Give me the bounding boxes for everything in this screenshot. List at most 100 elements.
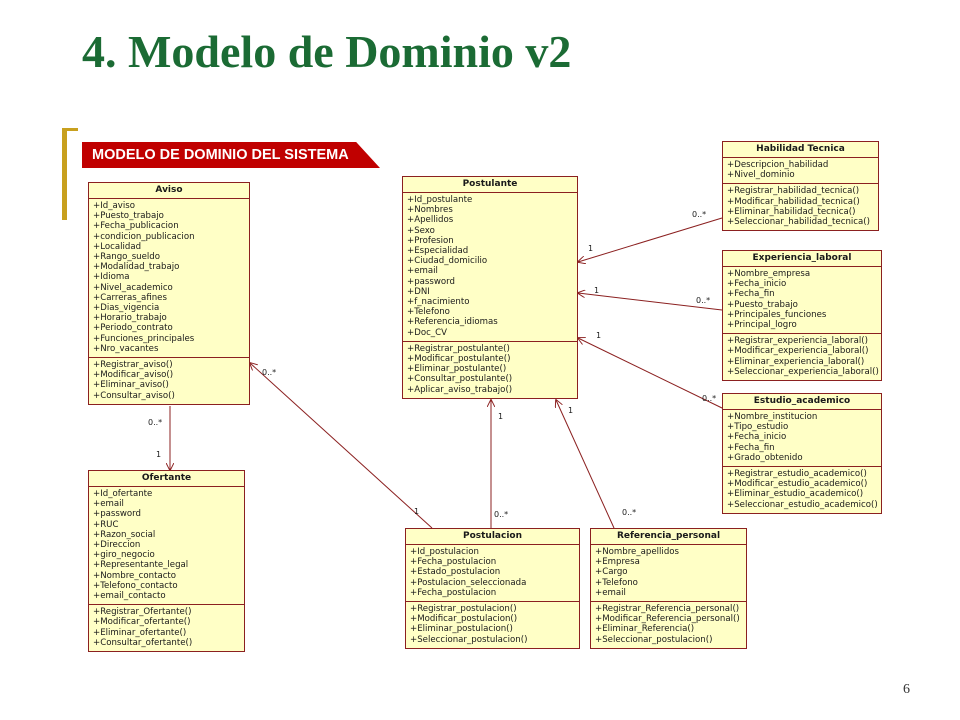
operations-compartment: +Registrar_habilidad_tecnica()+Modificar… xyxy=(723,184,878,230)
attribute: +Nombre_empresa xyxy=(727,269,811,279)
operation: +Seleccionar_estudio_academico() xyxy=(727,499,878,510)
class-habilidad-tecnica: Habilidad Tecnica +Descripcion_habilidad… xyxy=(722,141,879,232)
operations-compartment: +Registrar_Referencia_personal()+Modific… xyxy=(591,602,746,648)
operations-compartment: +Registrar_aviso()+Modificar_aviso()+Eli… xyxy=(89,358,249,404)
operations-compartment: +Registrar_estudio_academico()+Modificar… xyxy=(723,467,881,513)
operation: +Consultar_ofertante() xyxy=(93,637,193,648)
operation: +Eliminar_postulante() xyxy=(407,364,507,375)
multiplicity-label: 1 xyxy=(414,507,420,516)
attribute: +Fecha_fin xyxy=(727,289,775,300)
attribute: +Empresa xyxy=(595,557,640,568)
attribute: +Fecha_inicio xyxy=(727,279,787,290)
attributes-compartment: +Id_aviso+Puesto_trabajo+Fecha_publicaci… xyxy=(89,199,249,359)
multiplicity-label: 1 xyxy=(568,406,574,415)
attribute: +giro_negocio xyxy=(93,550,155,561)
operation: +Eliminar_aviso() xyxy=(93,380,169,391)
class-name: Experiencia_laboral xyxy=(723,251,881,267)
attribute: +Nombres xyxy=(407,205,453,216)
multiplicity-label: 0..* xyxy=(622,508,637,517)
operation: +Eliminar_Referencia() xyxy=(595,624,695,635)
attribute: +Postulacion_seleccionada xyxy=(410,577,527,588)
operations-compartment: +Registrar_Ofertante()+Modificar_ofertan… xyxy=(89,605,244,651)
attribute: +Telefono xyxy=(407,307,450,318)
operations-compartment: +Registrar_postulante()+Modificar_postul… xyxy=(403,342,577,398)
operations-compartment: +Registrar_postulacion()+Modificar_postu… xyxy=(406,602,579,648)
multiplicity-label: 0..* xyxy=(692,210,707,219)
multiplicity-label: 1 xyxy=(588,244,594,253)
attribute: +Funciones_principales xyxy=(93,333,195,344)
multiplicity-label: 1 xyxy=(156,450,162,459)
attribute: +Nombre_contacto xyxy=(93,570,177,581)
class-name: Referencia_personal xyxy=(591,529,746,545)
class-referencia-personal: Referencia_personal +Nombre_apellidos+Em… xyxy=(590,528,747,649)
attribute: +email xyxy=(407,266,438,277)
attribute: +Apellidos xyxy=(407,215,454,226)
operation: +Registrar_postulante() xyxy=(407,343,510,354)
operation: +Aplicar_aviso_trabajo() xyxy=(407,384,513,395)
attribute: +Referencia_idiomas xyxy=(407,317,498,328)
multiplicity-label: 1 xyxy=(498,412,504,421)
class-aviso: Aviso +Id_aviso+Puesto_trabajo+Fecha_pub… xyxy=(88,182,250,405)
multiplicity-label: 0..* xyxy=(262,368,277,377)
multiplicity-label: 0..* xyxy=(696,296,711,305)
class-name: Aviso xyxy=(89,183,249,199)
attribute: +Id_postulacion xyxy=(410,547,479,557)
attribute: +Direccion xyxy=(93,540,141,551)
attribute: +Descripcion_habilidad xyxy=(727,160,829,170)
attribute: +Id_postulante xyxy=(407,195,473,205)
attribute: +Sexo xyxy=(407,225,435,236)
operation: +Seleccionar_habilidad_tecnica() xyxy=(727,217,870,228)
class-name: Estudio_academico xyxy=(723,394,881,410)
class-name: Ofertante xyxy=(89,471,244,487)
operation: +Seleccionar_postulacion() xyxy=(410,634,528,645)
page-number: 6 xyxy=(903,682,910,697)
attribute: +Periodo_contrato xyxy=(93,323,173,334)
attribute: +Fecha_inicio xyxy=(727,432,787,443)
slide-title: 4. Modelo de Dominio v2 xyxy=(82,26,572,77)
operation: +Eliminar_estudio_academico() xyxy=(727,489,864,500)
multiplicity-label: 0..* xyxy=(702,394,717,403)
attribute: +Telefono_contacto xyxy=(93,580,178,591)
attribute: +Ciudad_domicilio xyxy=(407,256,488,267)
attribute: +Rango_sueldo xyxy=(93,252,161,263)
attribute: +Estado_postulacion xyxy=(410,567,501,578)
attributes-compartment: +Descripcion_habilidad+Nivel_dominio xyxy=(723,158,878,185)
attribute: +Telefono xyxy=(595,577,638,588)
attribute: +Nombre_institucion xyxy=(727,412,818,422)
attribute: +Nivel_dominio xyxy=(727,170,795,181)
operation: +Registrar_Referencia_personal() xyxy=(595,604,740,615)
operations-compartment: +Registrar_experiencia_laboral()+Modific… xyxy=(723,334,881,380)
attribute: +Puesto_trabajo xyxy=(93,211,164,222)
accent-tick xyxy=(62,128,78,131)
attribute: +email_contacto xyxy=(93,591,166,602)
attributes-compartment: +Id_postulacion +Fecha_postulacion +Estado… xyxy=(406,545,579,603)
operation: +Eliminar_experiencia_laboral() xyxy=(727,356,865,367)
accent-bar xyxy=(62,128,67,220)
attribute: +password xyxy=(407,276,455,287)
operation: +Consultar_aviso() xyxy=(93,390,175,401)
operation: +Registrar_Ofertante() xyxy=(93,607,192,618)
operation: +Modificar_Referencia_personal() xyxy=(595,614,740,625)
class-experiencia-laboral: Experiencia_laboral +Nombre_empresa+Fech… xyxy=(722,250,882,382)
attribute: +Grado_obtenido xyxy=(727,452,803,463)
operation: +Modificar_postulante() xyxy=(407,354,511,365)
diagram-banner xyxy=(82,142,380,168)
attribute: +condicion_publicacion xyxy=(93,231,195,242)
operation: +Registrar_aviso() xyxy=(93,360,173,371)
attribute: +Principales_funciones xyxy=(727,309,827,320)
operation: +Modificar_ofertante() xyxy=(93,617,191,628)
attribute: +Localidad xyxy=(93,241,142,252)
attribute: +Id_ofertante xyxy=(93,489,153,499)
class-postulante: Postulante +Id_postulante+Nombres+Apelli… xyxy=(402,176,578,399)
operation: +Registrar_estudio_academico() xyxy=(727,469,867,480)
attribute: +Doc_CV xyxy=(407,327,447,338)
attribute: +Idioma xyxy=(93,272,130,283)
attribute: +email xyxy=(595,587,626,598)
class-ofertante: Ofertante +Id_ofertante+email+password+R… xyxy=(88,470,245,653)
attribute: +Razon_social xyxy=(93,529,156,540)
attributes-compartment: +Id_postulante+Nombres+Apellidos+Sexo+Pr… xyxy=(403,193,577,342)
attribute: +Dias_vigencia xyxy=(93,303,160,314)
attribute: +Fecha_postulacion xyxy=(410,587,497,598)
attribute: +DNI xyxy=(407,286,430,297)
operation: +Eliminar_habilidad_tecnica() xyxy=(727,206,856,217)
